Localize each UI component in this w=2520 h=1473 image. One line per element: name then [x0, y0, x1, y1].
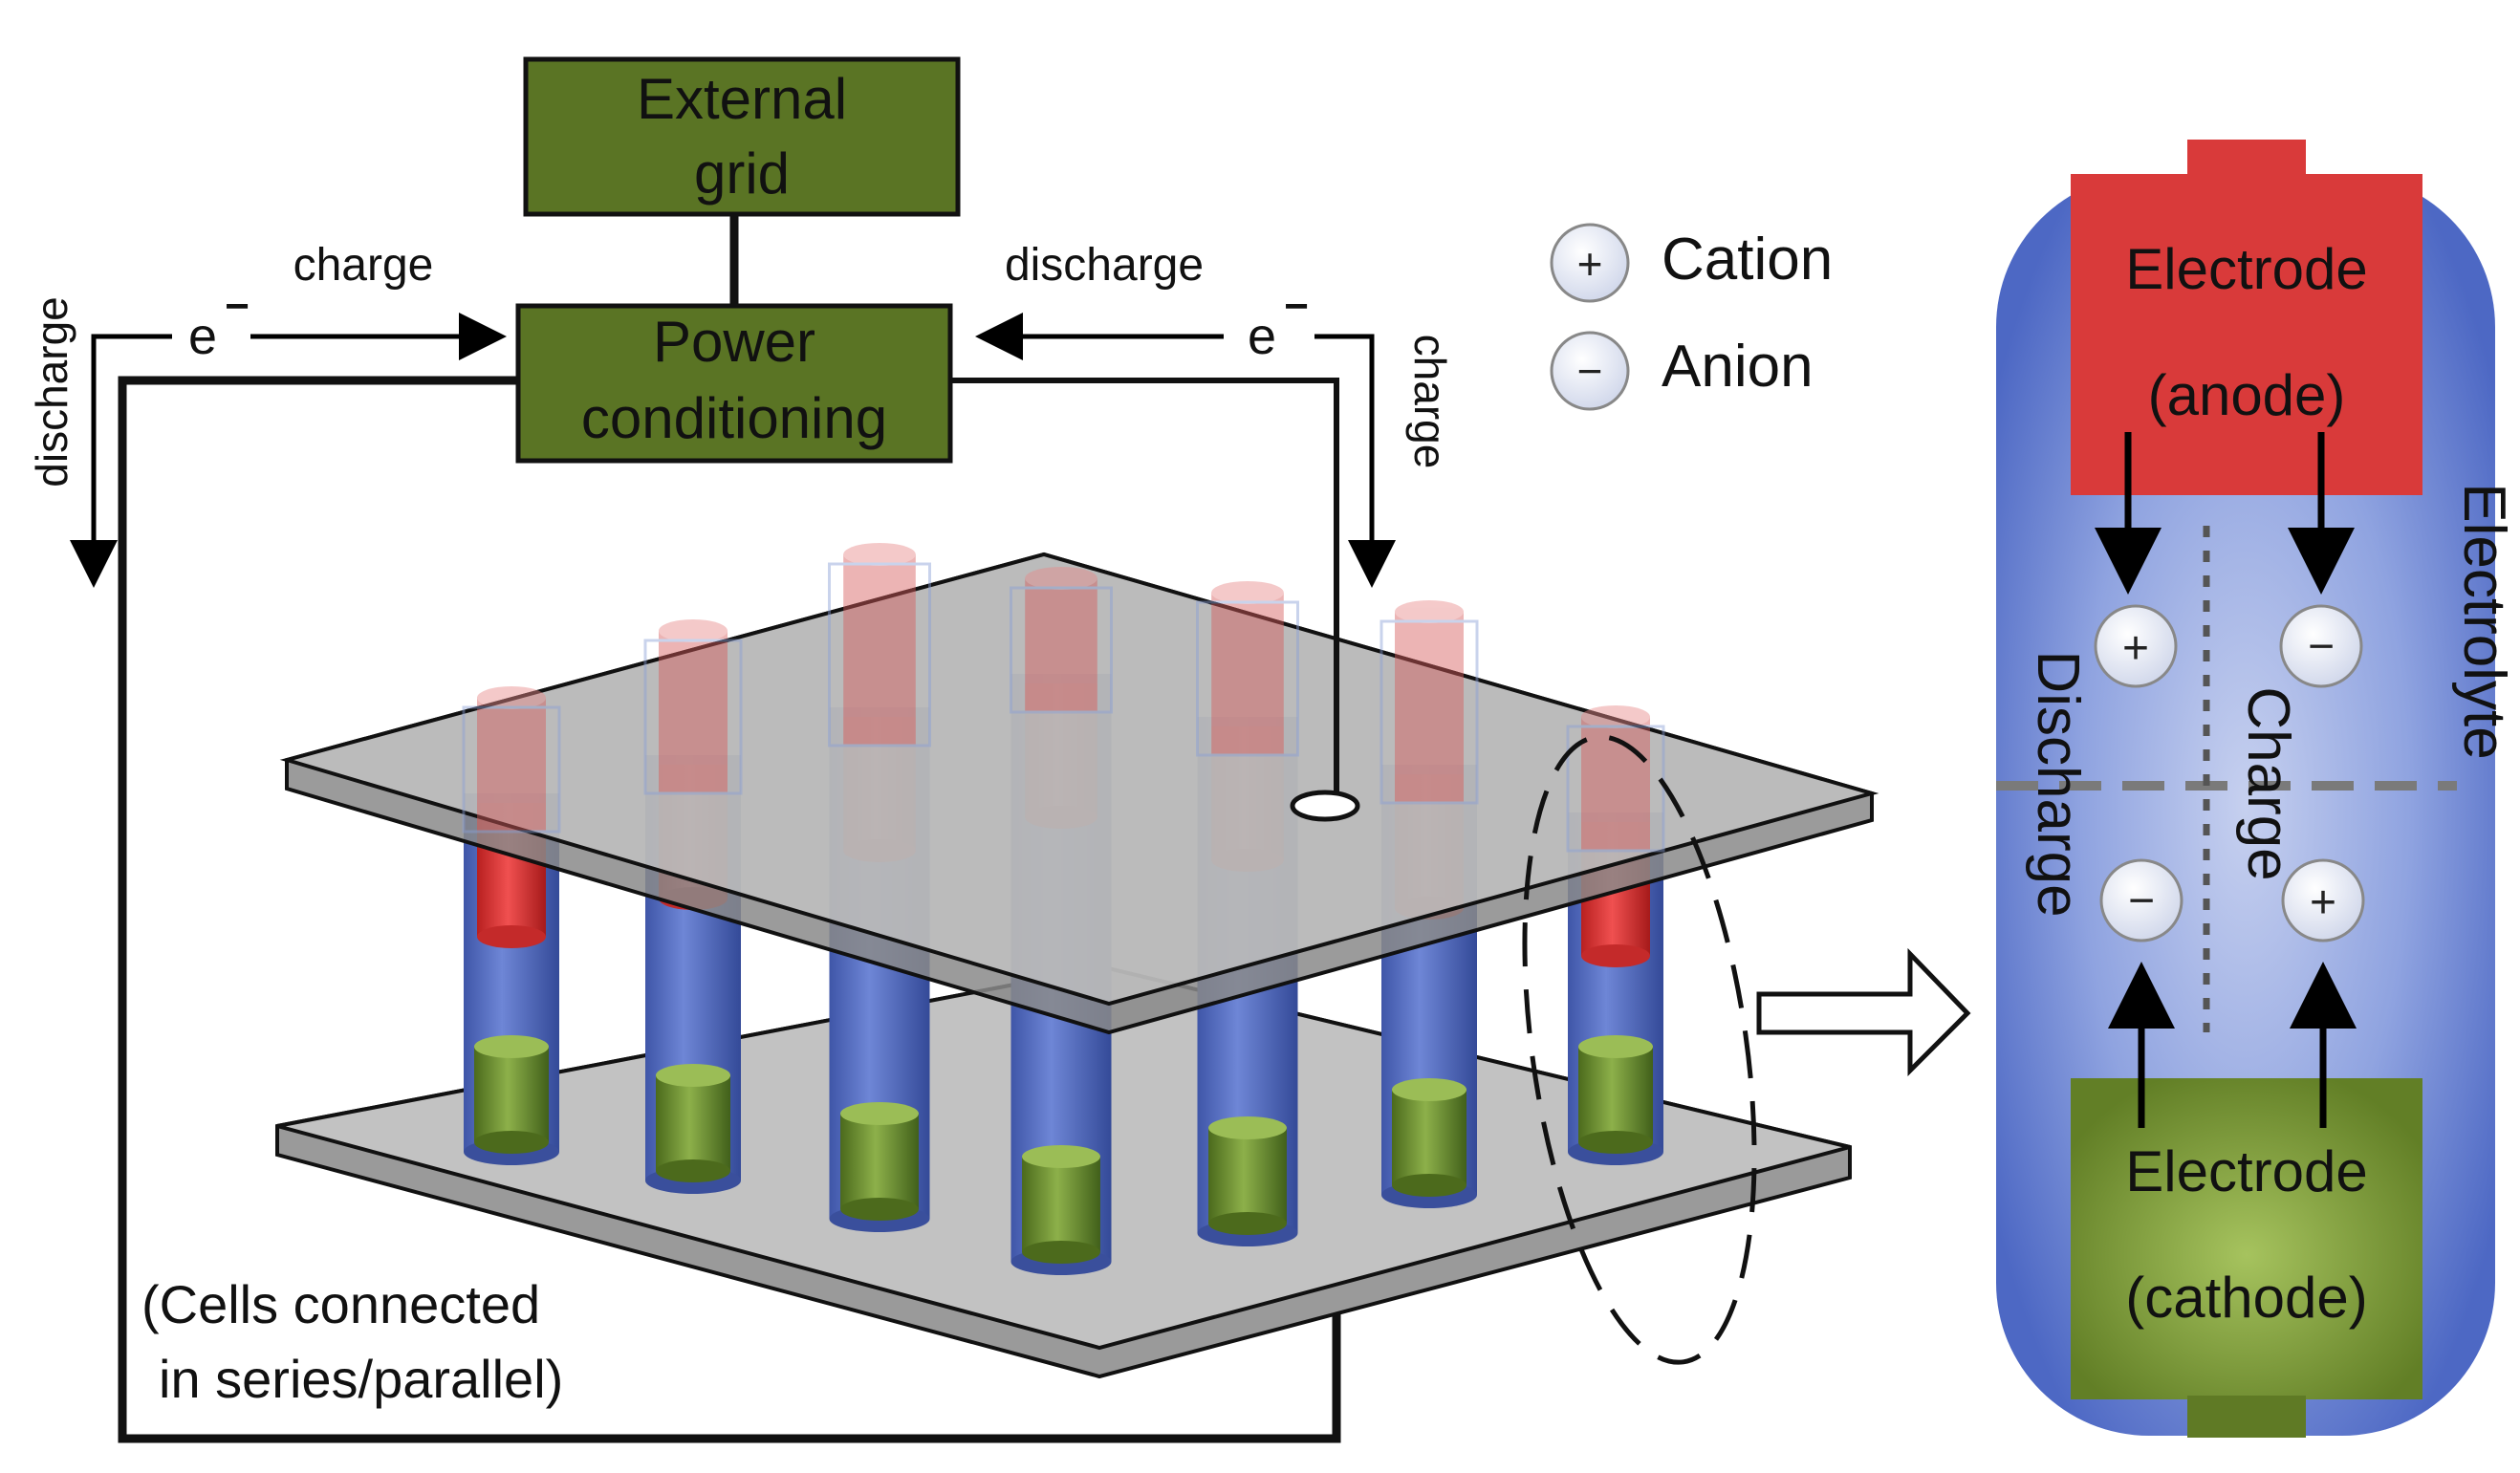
cells-note-line1: (Cells connected: [141, 1274, 540, 1334]
battery-cell-top: [1566, 705, 1665, 853]
anode-label-line2: (anode): [2148, 363, 2346, 427]
cathode-label-line2: (cathode): [2125, 1266, 2367, 1330]
zoom-arrow: [1756, 947, 1971, 1077]
cation-ion-bottom-symbol: +: [2310, 877, 2336, 928]
power-conditioning-label-line2: conditioning: [581, 386, 887, 450]
top-plate: [279, 552, 1879, 1035]
anion-legend-symbol: −: [1577, 346, 1603, 396]
cation-legend-icon: [1550, 223, 1630, 303]
anion-legend-label: Anion: [1662, 334, 1814, 400]
cell-tops-overlay: [462, 543, 1665, 853]
external-grid-label-line1: External: [637, 67, 847, 131]
legend: + Cation − Anion: [1550, 223, 1833, 411]
cathode-electrode: [2071, 1078, 2422, 1399]
cation-ion-bottom: [2281, 858, 2365, 942]
charge-label: Charge: [2235, 686, 2301, 880]
cation-ion-top: [2094, 604, 2178, 688]
left-circuit-wire: [118, 376, 1341, 1443]
anion-legend-icon: [1550, 331, 1630, 411]
electron-right-sign: −: [1284, 283, 1309, 330]
battery-cell-top: [1010, 567, 1113, 714]
power-conditioning-label-line1: Power: [653, 310, 815, 374]
battery-cell-top: [1379, 600, 1479, 805]
discharge-label-vertical: discharge: [27, 296, 76, 487]
external-grid-box: External grid: [523, 56, 961, 217]
cathode-label-line1: Electrode: [2125, 1139, 2367, 1203]
anion-ion-bottom-symbol: −: [2128, 876, 2155, 926]
power-conditioning-box: Power conditioning: [515, 303, 953, 464]
external-grid-label-line2: grid: [694, 141, 790, 206]
battery-cell-top: [643, 619, 743, 795]
cation-legend-symbol: +: [1577, 239, 1603, 289]
electron-left: e: [188, 308, 217, 365]
selected-cell-outline: [1522, 734, 1757, 1365]
anode-tab: [2187, 140, 2306, 178]
cation-ion-top-symbol: +: [2122, 623, 2149, 674]
cell-detail: Electrode (anode) Electrode (cathode) El…: [1996, 140, 2517, 1438]
terminal-ring: [1290, 790, 1360, 822]
anode-label-line1: Electrode: [2125, 237, 2367, 301]
anion-ion-top-symbol: −: [2308, 621, 2335, 672]
discharge-arrow-left: [70, 334, 172, 588]
battery-cell-top: [1196, 581, 1299, 757]
charge-label-left: charge: [293, 240, 434, 291]
battery-cell-top: [462, 686, 561, 834]
anode-electrode: [2071, 174, 2422, 495]
charge-arrow-right: [1314, 334, 1396, 588]
electrolyte-label: Electrolyte: [2451, 483, 2517, 759]
anion-ion-top: [2279, 604, 2363, 688]
anion-ion-bottom: [2099, 858, 2183, 942]
cathode-tab: [2187, 1396, 2306, 1438]
discharge-label: Discharge: [2025, 650, 2091, 917]
discharge-label-right: discharge: [1005, 240, 1204, 291]
electron-left-sign: −: [225, 283, 250, 330]
cation-legend-label: Cation: [1662, 227, 1833, 292]
cells-note-line2: in series/parallel): [159, 1349, 563, 1409]
battery-cell-top: [828, 543, 931, 747]
electron-right: e: [1248, 308, 1276, 365]
charge-label-vertical: charge: [1405, 335, 1455, 469]
